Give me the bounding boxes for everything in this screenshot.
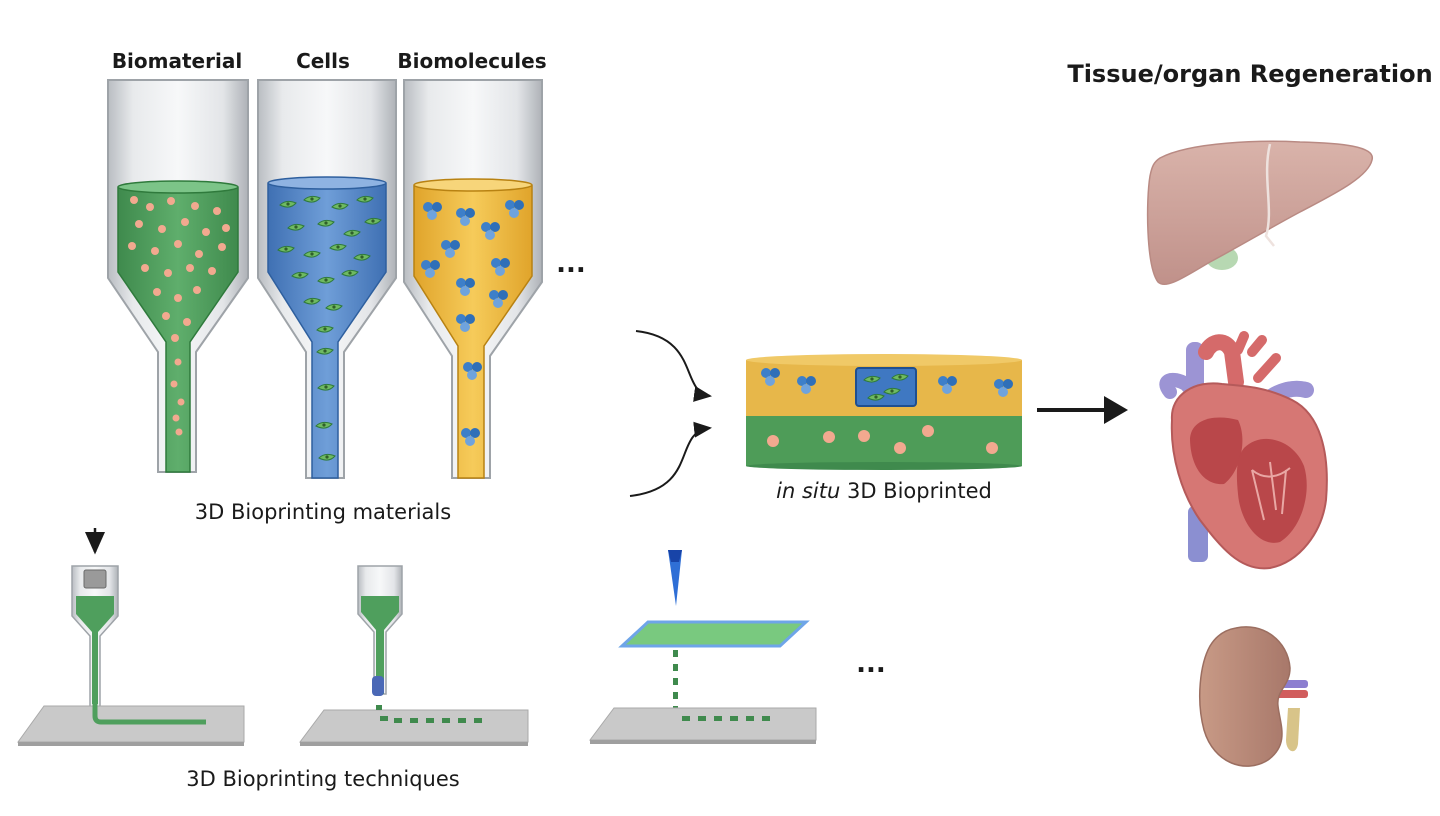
materials-caption: 3D Bioprinting materials — [195, 500, 451, 524]
techniques-more-ellipsis: ... — [856, 649, 886, 679]
construct-caption-rest: 3D Bioprinted — [840, 479, 992, 503]
biomaterial-cartridge — [107, 79, 249, 473]
liver-icon — [1146, 140, 1373, 285]
materials-more-ellipsis: ... — [556, 249, 586, 279]
kidney-icon — [1199, 626, 1308, 767]
cells-cartridge — [257, 79, 397, 479]
materials-flow-arrow — [635, 330, 712, 402]
header-biomaterial: Biomaterial — [112, 49, 242, 73]
heart-icon — [1159, 331, 1328, 570]
extrusion-technique-illustration — [17, 528, 245, 746]
header-biomolecules: Biomolecules — [397, 49, 546, 73]
regeneration-arrow-head — [1104, 396, 1128, 424]
bioprinted-construct — [746, 354, 1022, 470]
regeneration-title: Tissue/organ Regeneration — [1067, 60, 1432, 88]
construct-caption: in situ 3D Bioprinted — [776, 479, 992, 503]
techniques-flow-arrow — [629, 421, 712, 497]
light-based-technique-illustration — [589, 550, 817, 744]
inkjet-technique-illustration — [299, 565, 529, 746]
construct-caption-italic: in situ — [776, 479, 840, 503]
techniques-caption: 3D Bioprinting techniques — [186, 767, 459, 791]
biomolecules-cartridge — [403, 79, 543, 479]
header-cells: Cells — [296, 49, 350, 73]
